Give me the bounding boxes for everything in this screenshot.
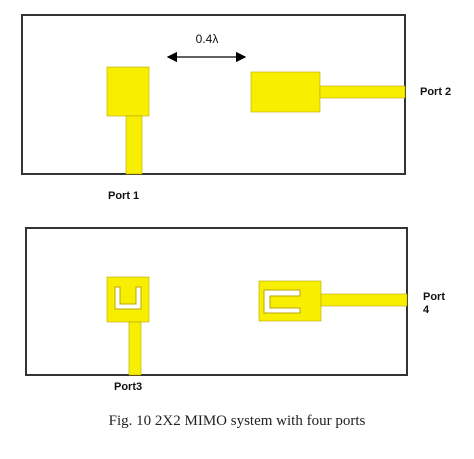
bottom-panel: Port3 Port 4: [25, 227, 445, 393]
port2-label: Port 2: [420, 86, 451, 98]
port1-label: Port 1: [108, 190, 139, 202]
port3-feedline: [128, 321, 142, 376]
port3-u-slot: [114, 286, 142, 310]
port3-antenna: [106, 276, 150, 376]
port3-label: Port3: [114, 381, 142, 393]
port1-patch: [106, 66, 150, 117]
port4-label-line1: Port: [423, 291, 445, 303]
port4-u-slot: [263, 289, 301, 314]
port3-patch: [106, 276, 150, 323]
port4-label-line2: 4: [423, 304, 430, 316]
top-panel: 0.4λ Port 1 Port 2: [21, 14, 451, 202]
port1-feedline: [125, 115, 143, 175]
port2-patch: [250, 71, 321, 113]
port4-feedline: [320, 293, 408, 307]
figure-caption: Fig. 10 2X2 MIMO system with four ports: [108, 413, 366, 429]
port2-antenna: [250, 71, 406, 113]
port1-antenna: [106, 66, 150, 175]
port2-feedline: [319, 85, 406, 99]
spacing-label: 0.4λ: [196, 32, 219, 46]
